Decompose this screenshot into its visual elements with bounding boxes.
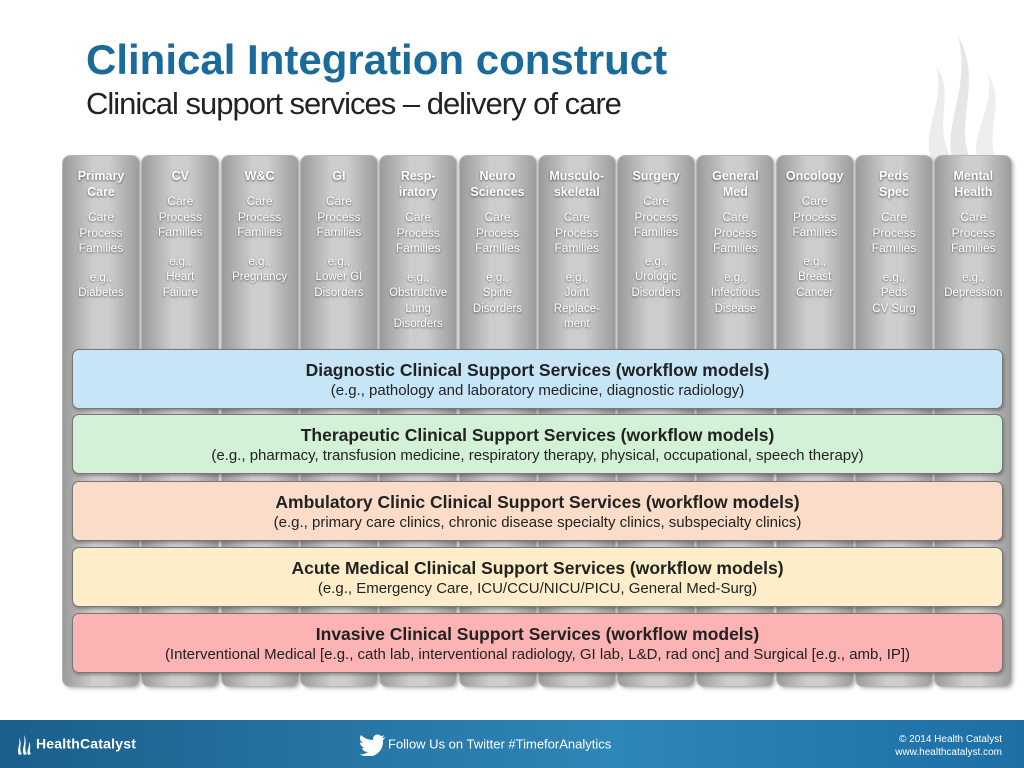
column-header: W&C <box>244 169 275 183</box>
band-subtitle: (e.g., Emergency Care, ICU/CCU/NICU/PICU… <box>317 580 758 597</box>
band-subtitle: (Interventional Medical [e.g., cath lab,… <box>164 646 911 663</box>
band-subtitle: (e.g., primary care clinics, chronic dis… <box>273 514 802 531</box>
column-families: Care Process Families <box>950 210 996 255</box>
column-families: Care Process Families <box>871 210 917 255</box>
twitter-text: Follow Us on Twitter #TimeforAnalytics <box>388 736 612 752</box>
band-subtitle: (e.g., pharmacy, transfusion medicine, r… <box>211 447 864 464</box>
website-link[interactable]: www.healthcatalyst.com <box>895 747 1002 758</box>
column-example: e.g., Breast Cancer <box>796 255 834 299</box>
column-header: Peds Spec <box>879 169 909 199</box>
column-example: e.g., Peds CV Surg <box>872 271 916 315</box>
column-families: Care Process Families <box>554 210 600 255</box>
column-header: Musculo- skeletal <box>549 169 605 199</box>
column-example: e.g., Depression <box>944 271 1003 300</box>
band-title: Acute Medical Clinical Support Services … <box>291 558 784 578</box>
column-header: Neuro Sciences <box>470 169 525 199</box>
flame-logo-icon <box>928 36 1000 174</box>
column-header: CV <box>171 169 189 183</box>
logo-text: HealthCatalyst <box>36 735 137 752</box>
band-title: Therapeutic Clinical Support Services (w… <box>300 425 775 445</box>
column-families: Care Process Families <box>237 194 282 239</box>
support-band: Invasive Clinical Support Services (work… <box>72 613 1003 673</box>
column-families: Care Process Families <box>395 210 441 255</box>
column-families: Care Process Families <box>713 210 758 255</box>
column-example: e.g., Diabetes <box>78 271 124 300</box>
column-example: e.g., Urologic Disorders <box>631 255 681 299</box>
band-title: Diagnostic Clinical Support Services (wo… <box>305 360 770 380</box>
column-header: Oncology <box>785 169 844 183</box>
column-families: Care Process Families <box>78 210 124 255</box>
column-header: Mental Health <box>953 169 994 199</box>
column-families: Care Process Families <box>157 194 203 239</box>
band-subtitle: (e.g., pathology and laboratory medicine… <box>330 382 745 399</box>
slide-title: Clinical Integration construct <box>86 36 668 83</box>
column-header: GI <box>332 169 346 183</box>
support-band: Diagnostic Clinical Support Services (wo… <box>72 349 1003 409</box>
column-families: Care Process Families <box>316 194 362 239</box>
column-families: Care Process Families <box>475 210 520 255</box>
column-header: Primary Care <box>77 169 125 199</box>
slide-subtitle: Clinical support services – delivery of … <box>86 86 622 121</box>
column-header: Resp- iratory <box>398 169 438 199</box>
column-header: General Med <box>712 169 759 199</box>
twitter-follow[interactable]: Follow Us on Twitter #TimeforAnalytics <box>358 734 612 757</box>
band-title: Invasive Clinical Support Services (work… <box>315 624 760 644</box>
column-example: e.g., Pregnancy <box>232 255 288 284</box>
column-families: Care Process Families <box>792 194 838 239</box>
column-header: Surgery <box>632 169 680 183</box>
copyright-block: © 2014 Health Catalyst www.healthcatalys… <box>895 733 1002 759</box>
column-families: Care Process Families <box>633 194 679 239</box>
column-example: e.g., Joint Replace- ment <box>553 271 600 331</box>
column-example: e.g., Lower GI Disorders <box>314 255 364 299</box>
copyright-text: © 2014 Health Catalyst <box>899 734 1002 745</box>
column-example: e.g., Spine Disorders <box>472 271 523 315</box>
twitter-bird-icon <box>359 734 385 757</box>
catalyst-flame-icon <box>18 735 31 755</box>
support-band: Therapeutic Clinical Support Services (w… <box>72 414 1003 474</box>
band-title: Ambulatory Clinic Clinical Support Servi… <box>275 492 800 512</box>
column-example: e.g., Heart Failure <box>162 255 198 299</box>
column-example: e.g., Infectious Disease <box>710 271 760 315</box>
column-example: e.g., Obstructive Lung Disorders <box>389 271 448 331</box>
healthcatalyst-logo[interactable]: HealthCatalyst <box>16 734 136 756</box>
support-band: Ambulatory Clinic Clinical Support Servi… <box>72 481 1003 541</box>
footer-bar: HealthCatalyst Follow Us on Twitter #Tim… <box>0 720 1024 768</box>
support-band: Acute Medical Clinical Support Services … <box>72 547 1003 607</box>
